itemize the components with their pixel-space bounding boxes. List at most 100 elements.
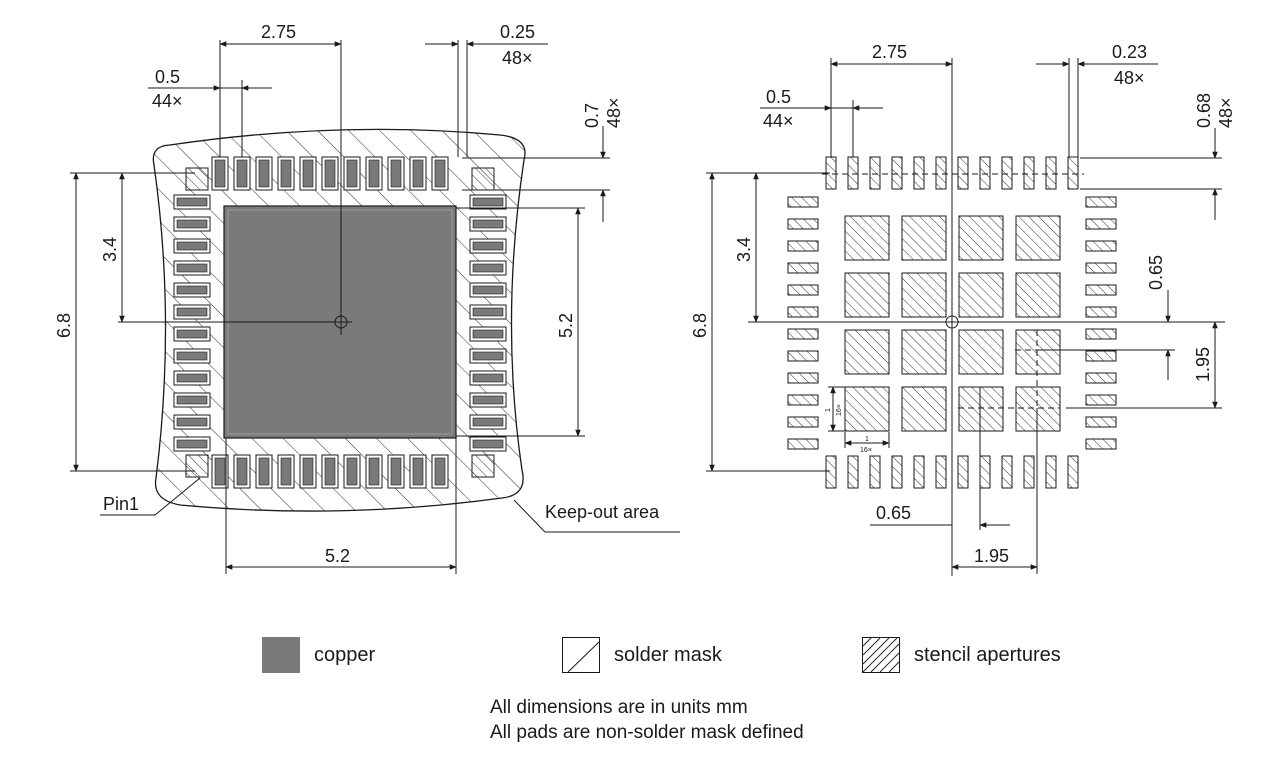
copper-pad: [233, 454, 251, 489]
stencil-aperture: [1045, 455, 1057, 489]
dim-total-height-r: 6.8: [690, 313, 710, 338]
stencil-cell: [1015, 215, 1061, 261]
stencil-aperture: [1085, 416, 1117, 428]
pin1-label: Pin1: [103, 494, 139, 514]
copper-pad: [469, 304, 507, 320]
stencil-aperture: [787, 240, 819, 252]
stencil-aperture: [1045, 156, 1057, 190]
dim-pad-length-count: 48×: [604, 97, 624, 128]
dim-pitch-count-r: 44×: [763, 111, 794, 131]
copper-pad: [387, 156, 405, 191]
copper-swatch: [262, 637, 300, 673]
stencil-aperture: [891, 156, 903, 190]
footprint-drawing: 2.75 0.5 44× 0.25 48× 0.7 48× 6.8 3.4 5.…: [54, 22, 1236, 576]
copper-pad: [469, 194, 507, 210]
stencil-aperture: [787, 284, 819, 296]
legend-solder-mask-label: solder mask: [614, 643, 722, 666]
stencil-cell: [901, 329, 947, 375]
copper-pad: [173, 392, 211, 408]
left-dimension-text: 2.75 0.5 44× 0.25 48× 0.7 48× 6.8 3.4 5.…: [54, 22, 660, 566]
stencil-aperture: [891, 455, 903, 489]
copper-pad: [173, 238, 211, 254]
copper-pad: [173, 260, 211, 276]
stencil-aperture: [787, 262, 819, 274]
legend-copper-label: copper: [314, 643, 376, 666]
dim-total-height: 6.8: [54, 313, 74, 338]
copper-pad: [321, 454, 339, 489]
stencil-cell: [958, 329, 1004, 375]
dim-half-span-r: 2.75: [872, 42, 907, 62]
copper-pad: [255, 156, 273, 191]
stencil-aperture: [1067, 455, 1079, 489]
copper-pad: [469, 216, 507, 232]
copper-pad: [173, 370, 211, 386]
copper-pad: [173, 436, 211, 452]
dim-grid-offset-h: 0.65: [876, 503, 911, 523]
dim-pitch-r: 0.5: [766, 87, 791, 107]
dim-aperture-length-count: 48×: [1216, 97, 1236, 128]
copper-pad: [469, 414, 507, 430]
legend-stencil-label: stencil apertures: [914, 643, 1061, 666]
stencil-cell: [844, 329, 890, 375]
copper-pad: [173, 348, 211, 364]
legend-solder-mask: solder mask: [562, 636, 722, 674]
copper-pad: [469, 260, 507, 276]
copper-pad: [343, 454, 361, 489]
stencil-aperture: [913, 455, 925, 489]
solder-mask-swatch: [562, 637, 600, 673]
copper-pad: [299, 156, 317, 191]
stencil-aperture: [787, 438, 819, 450]
stencil-aperture: [913, 156, 925, 190]
stencil-aperture: [787, 394, 819, 406]
right-view: 2.75 0.5 44× 0.23 48× 0.68 48× 6.8 3.4 0…: [690, 42, 1236, 576]
dim-epad-height: 5.2: [556, 313, 576, 338]
stencil-cell: [844, 215, 890, 261]
stencil-aperture: [787, 218, 819, 230]
dim-pad-width-count: 48×: [502, 48, 533, 68]
copper-pad: [233, 156, 251, 191]
dim-cell-h: 1: [865, 436, 869, 443]
stencil-aperture: [869, 455, 881, 489]
note-units: All dimensions are in units mm: [490, 697, 748, 718]
stencil-cell: [958, 386, 1004, 432]
copper-pad: [431, 454, 449, 489]
stencil-cell: [844, 272, 890, 318]
stencil-aperture: [957, 455, 969, 489]
copper-pad: [343, 156, 361, 191]
copper-pad: [277, 156, 295, 191]
stencil-aperture: [1085, 240, 1117, 252]
stencil-aperture: [1085, 438, 1117, 450]
copper-pad: [409, 156, 427, 191]
stencil-cell: [901, 272, 947, 318]
note-pads: All pads are non-solder mask defined: [490, 722, 804, 743]
copper-pad: [211, 454, 229, 489]
stencil-aperture: [1085, 262, 1117, 274]
stencil-aperture: [1085, 372, 1117, 384]
dim-pad-length: 0.7: [582, 103, 602, 128]
copper-pad: [173, 326, 211, 342]
dim-half-height-r: 3.4: [734, 237, 754, 262]
dim-aperture-width: 0.23: [1112, 42, 1147, 62]
stencil-aperture: [1085, 328, 1117, 340]
stencil-aperture: [957, 156, 969, 190]
copper-pad: [469, 392, 507, 408]
copper-pad: [469, 238, 507, 254]
stencil-cell: [1015, 329, 1061, 375]
left-pad-group: [173, 156, 507, 489]
stencil-aperture: [1085, 306, 1117, 318]
dim-grid-extent-v: 1.95: [1193, 347, 1213, 382]
copper-pad: [469, 436, 507, 452]
right-dimension-text: 2.75 0.5 44× 0.23 48× 0.68 48× 6.8 3.4 0…: [690, 42, 1236, 566]
stencil-aperture: [1001, 156, 1013, 190]
copper-pad: [431, 156, 449, 191]
stencil-cell: [1015, 386, 1061, 432]
copper-pad: [299, 454, 317, 489]
copper-pad: [173, 216, 211, 232]
stencil-aperture: [935, 455, 947, 489]
right-aperture-group: [787, 156, 1117, 489]
stencil-aperture: [979, 455, 991, 489]
copper-pad: [409, 454, 427, 489]
copper-pad: [469, 326, 507, 342]
stencil-cell: [844, 386, 890, 432]
left-view: 2.75 0.5 44× 0.25 48× 0.7 48× 6.8 3.4 5.…: [54, 22, 680, 574]
